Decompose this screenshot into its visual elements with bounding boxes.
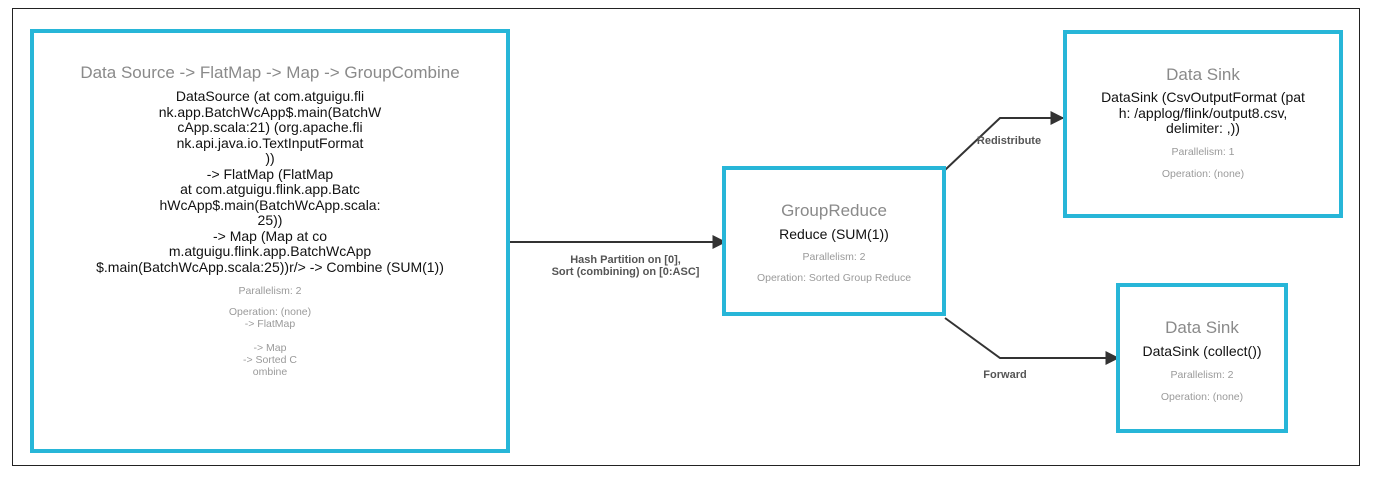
node-data-sink-csv[interactable]: Data Sink DataSink (CsvOutputFormat (pat… [1063, 30, 1343, 218]
node-operation: Operation: (none) [1160, 390, 1244, 403]
node-parallelism: Parallelism: 2 [1170, 368, 1234, 381]
node-description: DataSource (at com.atguigu.fli nk.app.Ba… [96, 88, 444, 275]
edge-label-forward: Forward [983, 369, 1027, 381]
node-source-chain[interactable]: Data Source -> FlatMap -> Map -> GroupCo… [30, 29, 510, 453]
node-operation: Operation: (none) [1161, 167, 1245, 180]
node-title: Data Source -> FlatMap -> Map -> GroupCo… [80, 63, 460, 82]
node-group-reduce[interactable]: GroupReduce Reduce (SUM(1)) Parallelism:… [722, 166, 946, 316]
node-parallelism: Parallelism: 2 [238, 285, 302, 297]
node-description: Reduce (SUM(1)) [779, 226, 889, 242]
node-title: GroupReduce [781, 201, 887, 220]
node-parallelism: Parallelism: 1 [1171, 145, 1235, 158]
node-data-sink-collect[interactable]: Data Sink DataSink (collect()) Paralleli… [1116, 283, 1288, 433]
node-operation: Operation: (none) -> FlatMap -> Map -> S… [228, 306, 312, 378]
edge-reduce-to-collect[interactable] [944, 317, 1120, 365]
edge-label-redistribute: Redistribute [976, 135, 1042, 147]
node-description: DataSink (collect()) [1142, 343, 1262, 359]
edge-label-hash-partition: Hash Partition on [0], Sort (combining) … [551, 254, 700, 278]
node-title: Data Sink [1165, 318, 1239, 337]
edge-reduce-to-csv[interactable] [944, 111, 1065, 171]
node-description: DataSink (CsvOutputFormat (pat h: /applo… [1101, 89, 1305, 136]
node-title: Data Sink [1166, 65, 1240, 84]
node-parallelism: Parallelism: 2 [802, 250, 866, 263]
node-operation: Operation: Sorted Group Reduce [756, 271, 912, 284]
